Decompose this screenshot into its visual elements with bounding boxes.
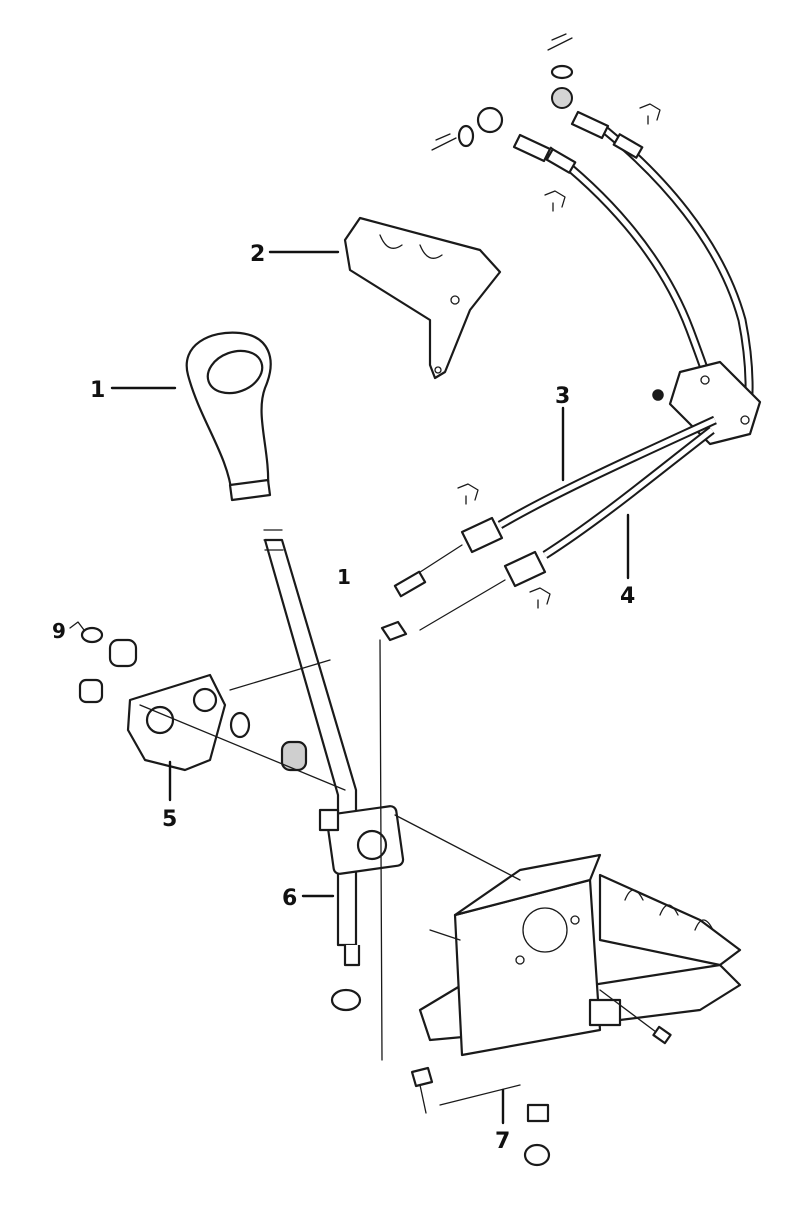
callout-leaders [110, 250, 630, 1125]
shift-knob [185, 331, 272, 502]
callout-2: 2 [250, 242, 265, 267]
callout-1-small: 1 [337, 565, 351, 589]
callout-7: 7 [495, 1129, 510, 1154]
lever-bushing-assembly [69, 621, 308, 772]
alignment-lines [139, 639, 521, 1106]
shift-lever [263, 529, 405, 1012]
callout-1: 1 [90, 378, 105, 403]
shifter-base [410, 853, 742, 1167]
callout-6: 6 [282, 886, 297, 911]
callout-9: 9 [52, 619, 66, 643]
callout-labels: 1 2 3 4 5 6 7 1 9 [52, 242, 635, 1154]
callout-4: 4 [620, 584, 635, 609]
callout-5: 5 [162, 807, 177, 832]
shift-cables [380, 33, 762, 642]
callout-3: 3 [555, 384, 570, 409]
cable-bracket [343, 216, 502, 380]
